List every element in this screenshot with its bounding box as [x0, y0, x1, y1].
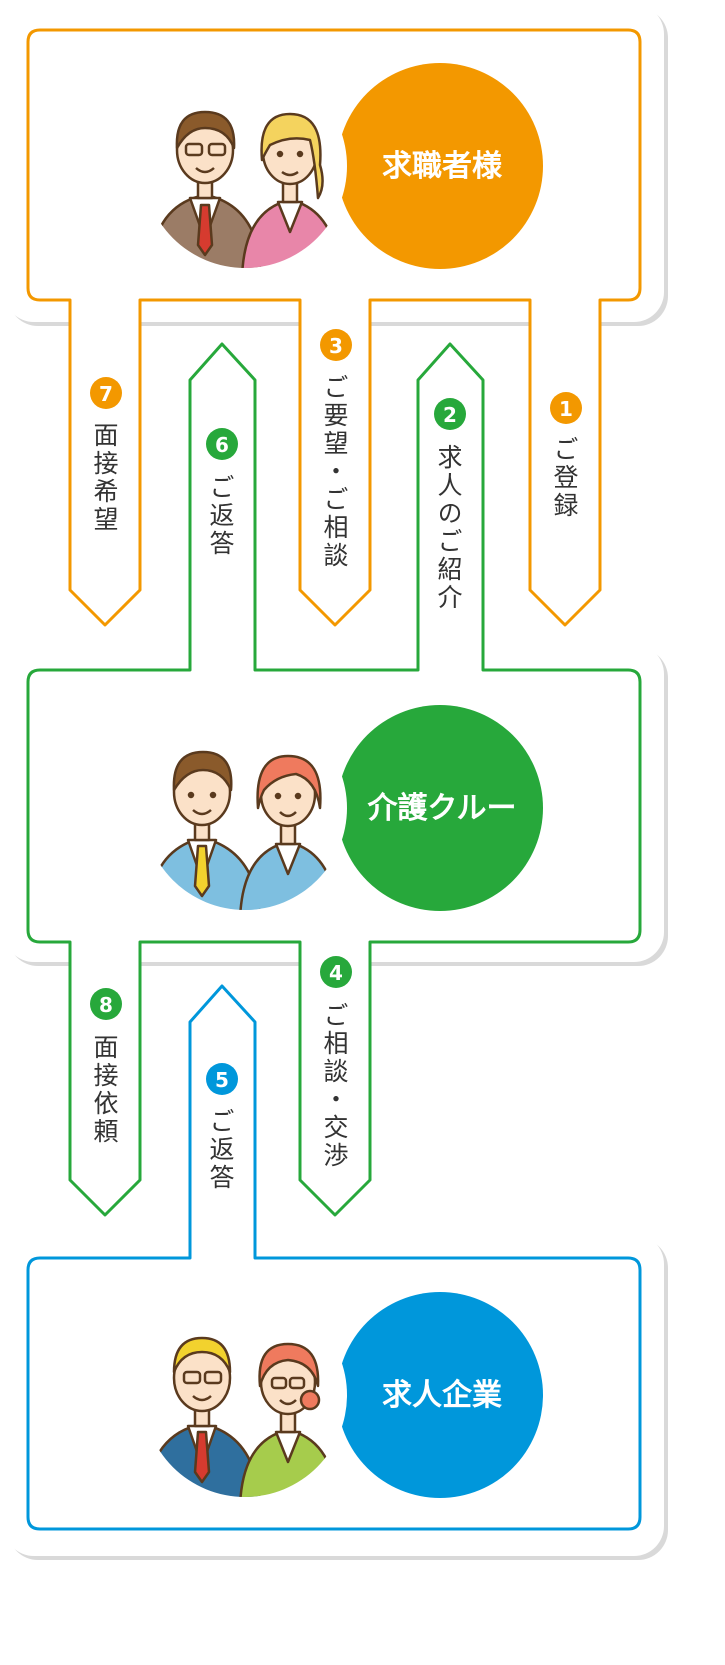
step-number-4: 4	[329, 961, 343, 985]
step-number-7: 7	[99, 382, 113, 406]
step-label-2: 求人のご紹介	[434, 444, 463, 612]
step-badge-1: 1	[550, 392, 582, 424]
step-label-7: 面接希望	[90, 422, 119, 534]
step-number-3: 3	[329, 334, 343, 358]
step-label-4: ご相談・交渉	[320, 1002, 349, 1170]
step-label-5: ご返答	[206, 1108, 235, 1192]
step-badge-6: 6	[206, 428, 238, 460]
step-badge-8: 8	[90, 988, 122, 1020]
company-node-label: 求人企業	[382, 1378, 502, 1413]
step-label-6: ご返答	[206, 474, 235, 558]
company-node-circle	[337, 1292, 543, 1498]
seeker-node-label: 求職者様	[382, 149, 503, 184]
step-label-8: 面接依頼	[90, 1034, 119, 1146]
step-badge-4: 4	[320, 956, 352, 988]
step-number-8: 8	[99, 993, 113, 1017]
step-badge-2: 2	[434, 398, 466, 430]
agency-node-label: 介護クルー	[366, 791, 516, 826]
step-label-1: ご登録	[550, 436, 579, 520]
step-badge-3: 3	[320, 329, 352, 361]
step-badge-7: 7	[90, 377, 122, 409]
step-number-5: 5	[215, 1068, 229, 1092]
step-number-1: 1	[559, 397, 573, 421]
agency-staff-icon	[143, 706, 347, 910]
seeker-node-circle	[337, 63, 543, 269]
company-people-icon	[143, 1293, 347, 1497]
step-number-2: 2	[443, 403, 457, 427]
step-number-6: 6	[215, 433, 229, 457]
agency-node-circle	[337, 705, 543, 911]
step-label-3: ご要望・ご相談	[320, 374, 349, 570]
step-badge-5: 5	[206, 1063, 238, 1095]
